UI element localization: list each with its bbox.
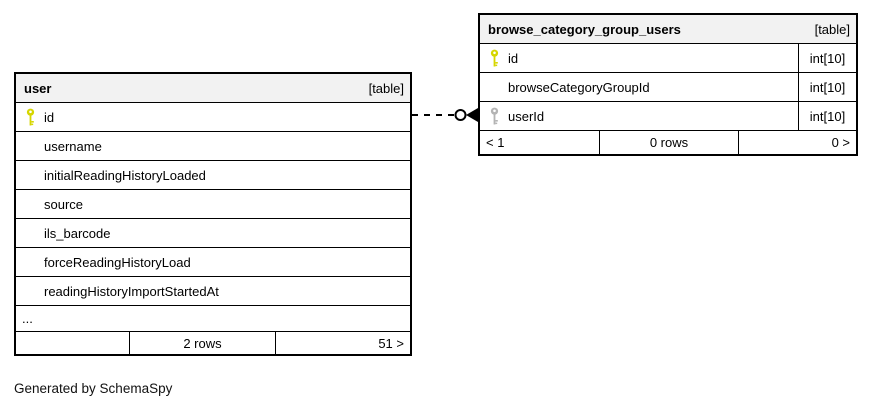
table-row: initialReadingHistoryLoaded — [16, 161, 410, 190]
column-name: username — [44, 138, 102, 154]
table-row: forceReadingHistoryLoad — [16, 248, 410, 277]
footer-right: 51 > — [378, 335, 404, 351]
column-type: int[10] — [798, 102, 856, 130]
generated-by-note: Generated by SchemaSpy — [14, 381, 173, 396]
column-name: forceReadingHistoryLoad — [44, 254, 191, 270]
relationship-connector — [412, 108, 478, 122]
table-bcgu-tag: [table] — [814, 21, 850, 37]
column-name: id — [44, 109, 55, 125]
table-row: ils_barcode — [16, 219, 410, 248]
column-type: int[10] — [798, 44, 856, 72]
footer-parent-count: < 1 — [480, 131, 600, 154]
primary-key-icon — [25, 108, 43, 126]
footer-left — [16, 332, 130, 354]
table-row: id — [16, 103, 410, 132]
column-name: initialReadingHistoryLoaded — [44, 167, 206, 183]
footer-row-count: 0 rows — [600, 131, 739, 154]
foreign-key-icon — [489, 107, 507, 125]
table-row: source — [16, 190, 410, 219]
table-bcgu-name[interactable]: browse_category_group_users — [488, 21, 681, 37]
table-browse-category-group-users: browse_category_group_users [table] id i… — [478, 13, 858, 156]
table-user-header: user [table] — [16, 74, 410, 103]
table-row: browseCategoryGroupId int[10] — [480, 73, 856, 102]
table-row: username — [16, 132, 410, 161]
primary-key-icon — [489, 49, 507, 67]
table-user-name[interactable]: user — [24, 80, 52, 96]
column-name: userId — [508, 108, 545, 124]
column-name: readingHistoryImportStartedAt — [44, 283, 219, 299]
table-row: userId int[10] — [480, 102, 856, 131]
table-bcgu-header: browse_category_group_users [table] — [480, 15, 856, 44]
table-user-footer: 2 rows 51 > — [16, 332, 410, 354]
footer-row-count: 2 rows — [130, 332, 276, 354]
table-user: user [table] id username initialReadingH… — [14, 72, 412, 356]
footer-child-count: 0 > — [831, 135, 850, 150]
column-name: ils_barcode — [44, 225, 111, 241]
crow-foot-icon — [466, 108, 478, 122]
table-user-tag: [table] — [368, 80, 404, 96]
table-row: readingHistoryImportStartedAt — [16, 277, 410, 306]
table-bcgu-footer: < 1 0 rows 0 > — [480, 131, 856, 154]
ellipsis-row: ... — [16, 306, 410, 332]
column-name: source — [44, 196, 84, 212]
cardinality-circle-icon — [454, 109, 467, 121]
table-row: id int[10] — [480, 44, 856, 73]
column-type: int[10] — [798, 73, 856, 101]
column-name: browseCategoryGroupId — [508, 79, 650, 95]
column-name: id — [508, 50, 519, 66]
